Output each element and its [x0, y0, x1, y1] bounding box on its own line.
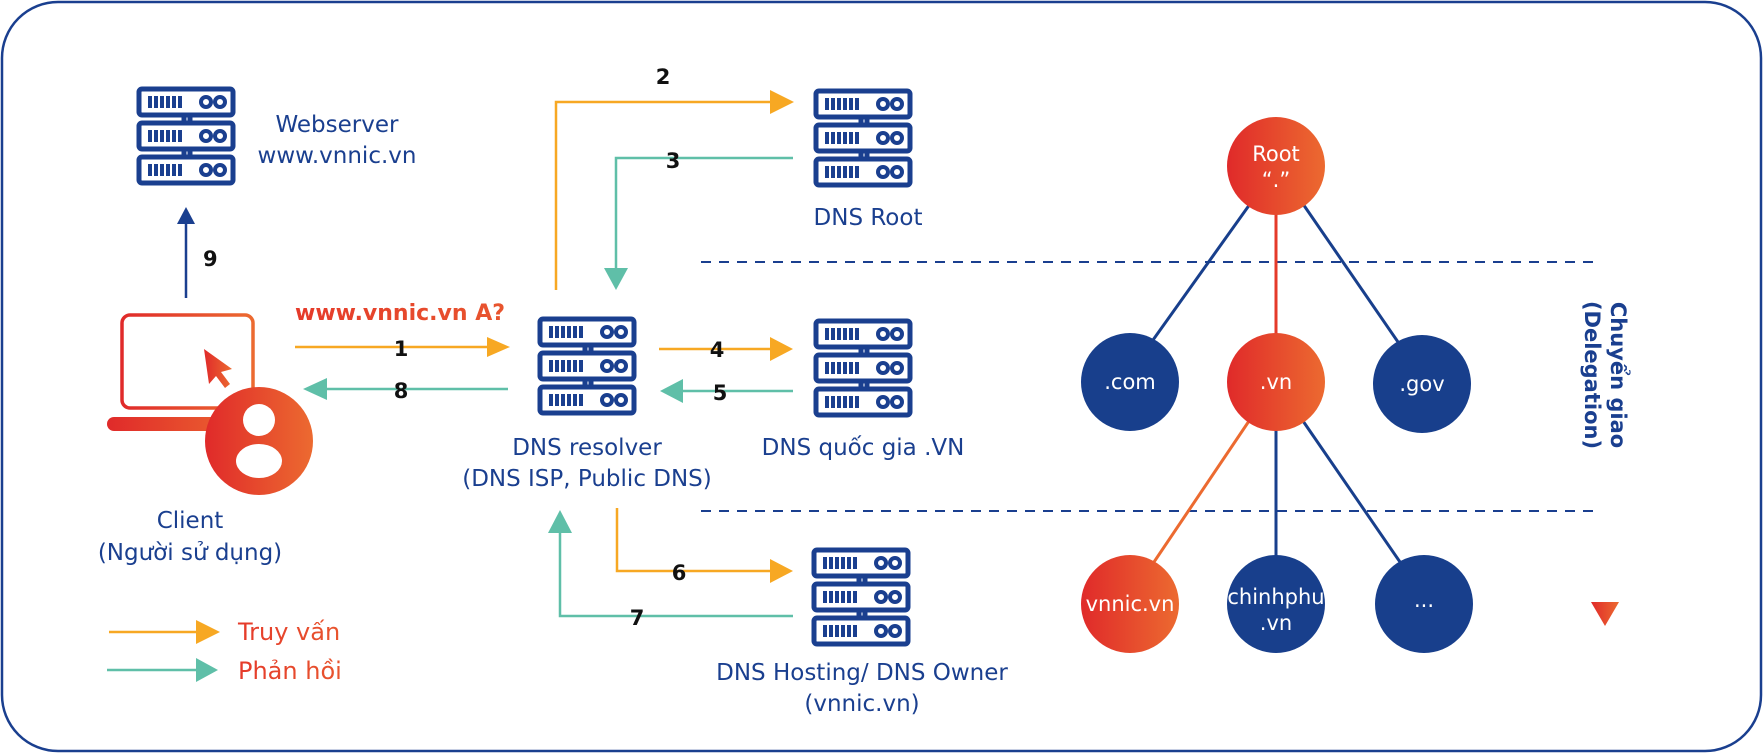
delegation-arrow: Chuyển giao (Delegation) [1580, 146, 1631, 626]
arrow-step-8: 8 [303, 378, 508, 403]
tree-node-gov-label: .gov [1399, 372, 1444, 396]
step-number-2: 2 [656, 65, 671, 89]
tree-node-chinhphu-label: chinhphu [1227, 585, 1324, 609]
tree-node-root: Root “.” [1227, 117, 1325, 215]
tree-node-root-label: Root [1252, 142, 1300, 166]
tree-node-chinhphu-tld: .vn [1260, 611, 1292, 635]
tree-node-com: .com [1081, 333, 1179, 431]
arrow-step-9: 9 [177, 207, 218, 298]
client-subtitle: (Người sử dụng) [98, 540, 282, 566]
step-number-9: 9 [203, 247, 218, 271]
legend-response: Phản hồi [107, 657, 342, 685]
tree-edges [1151, 203, 1402, 563]
step-number-3: 3 [666, 149, 681, 173]
tree-node-com-label: .com [1104, 370, 1156, 394]
tree-node-chinhphu: chinhphu .vn [1227, 555, 1325, 653]
step-number-8: 8 [394, 379, 409, 403]
laptop-icon [120, 313, 255, 410]
edge-root-gov [1301, 203, 1400, 343]
edge-vn-etc [1301, 420, 1402, 563]
resolver-title: DNS resolver [512, 435, 662, 461]
tree-node-vnnic-label: vnnic.vn [1086, 592, 1175, 616]
tree-node-etc-label: ... [1414, 588, 1434, 612]
tree-node-root-dot: “.” [1262, 168, 1290, 192]
webserver-domain: www.vnnic.vn [258, 143, 417, 169]
dns-root-label: DNS Root [814, 205, 923, 231]
edge-vn-vnnic [1152, 420, 1251, 563]
legend: Truy vấn Phản hồi [107, 618, 342, 685]
query-label: www.vnnic.vn A? [295, 301, 505, 326]
tree-node-vn-label: .vn [1260, 370, 1292, 394]
webserver-title: Webserver [276, 112, 399, 138]
client: Client (Người sử dụng) [98, 313, 313, 566]
step-number-7: 7 [630, 606, 645, 630]
legend-response-label: Phản hồi [238, 657, 342, 685]
resolver-subtitle: (DNS ISP, Public DNS) [462, 466, 712, 492]
arrow-step-6: 6 [615, 508, 793, 585]
dns-resolver: DNS resolver (DNS ISP, Public DNS) [462, 319, 712, 492]
dns-hosting-subtitle: (vnnic.vn) [804, 691, 919, 717]
client-title: Client [157, 508, 224, 534]
arrow-step-3: 3 [604, 149, 793, 290]
tree-node-vnnic: vnnic.vn [1081, 555, 1179, 653]
tree-node-etc: ... [1375, 555, 1473, 653]
cursor-icon [204, 349, 232, 388]
delegation-label: Chuyển giao [1606, 302, 1631, 448]
arrow-step-7: 7 [548, 510, 793, 630]
webserver: Webserver www.vnnic.vn [139, 89, 416, 183]
step-number-4: 4 [710, 338, 725, 362]
step-number-1: 1 [394, 337, 409, 361]
step-number-5: 5 [713, 381, 728, 405]
legend-query: Truy vấn [109, 618, 340, 646]
user-icon [205, 387, 313, 495]
arrow-step-4: 4 [659, 337, 793, 362]
dns-hosting-title: DNS Hosting/ DNS Owner [716, 660, 1008, 686]
tree-node-vn: .vn [1227, 333, 1325, 431]
arrow-step-1: 1 [295, 337, 510, 361]
dns-vn-label: DNS quốc gia .VN [762, 435, 965, 461]
dns-vn: DNS quốc gia .VN [762, 321, 965, 461]
arrow-step-2: 2 [554, 65, 794, 290]
delegation-sublabel: (Delegation) [1580, 301, 1604, 449]
dns-hosting: DNS Hosting/ DNS Owner (vnnic.vn) [716, 550, 1008, 717]
edge-root-com [1151, 203, 1252, 341]
step-number-6: 6 [672, 561, 687, 585]
arrow-step-5: 5 [660, 379, 793, 405]
tree-node-gov: .gov [1373, 335, 1471, 433]
dns-root: DNS Root [814, 91, 923, 231]
legend-query-label: Truy vấn [237, 618, 340, 646]
